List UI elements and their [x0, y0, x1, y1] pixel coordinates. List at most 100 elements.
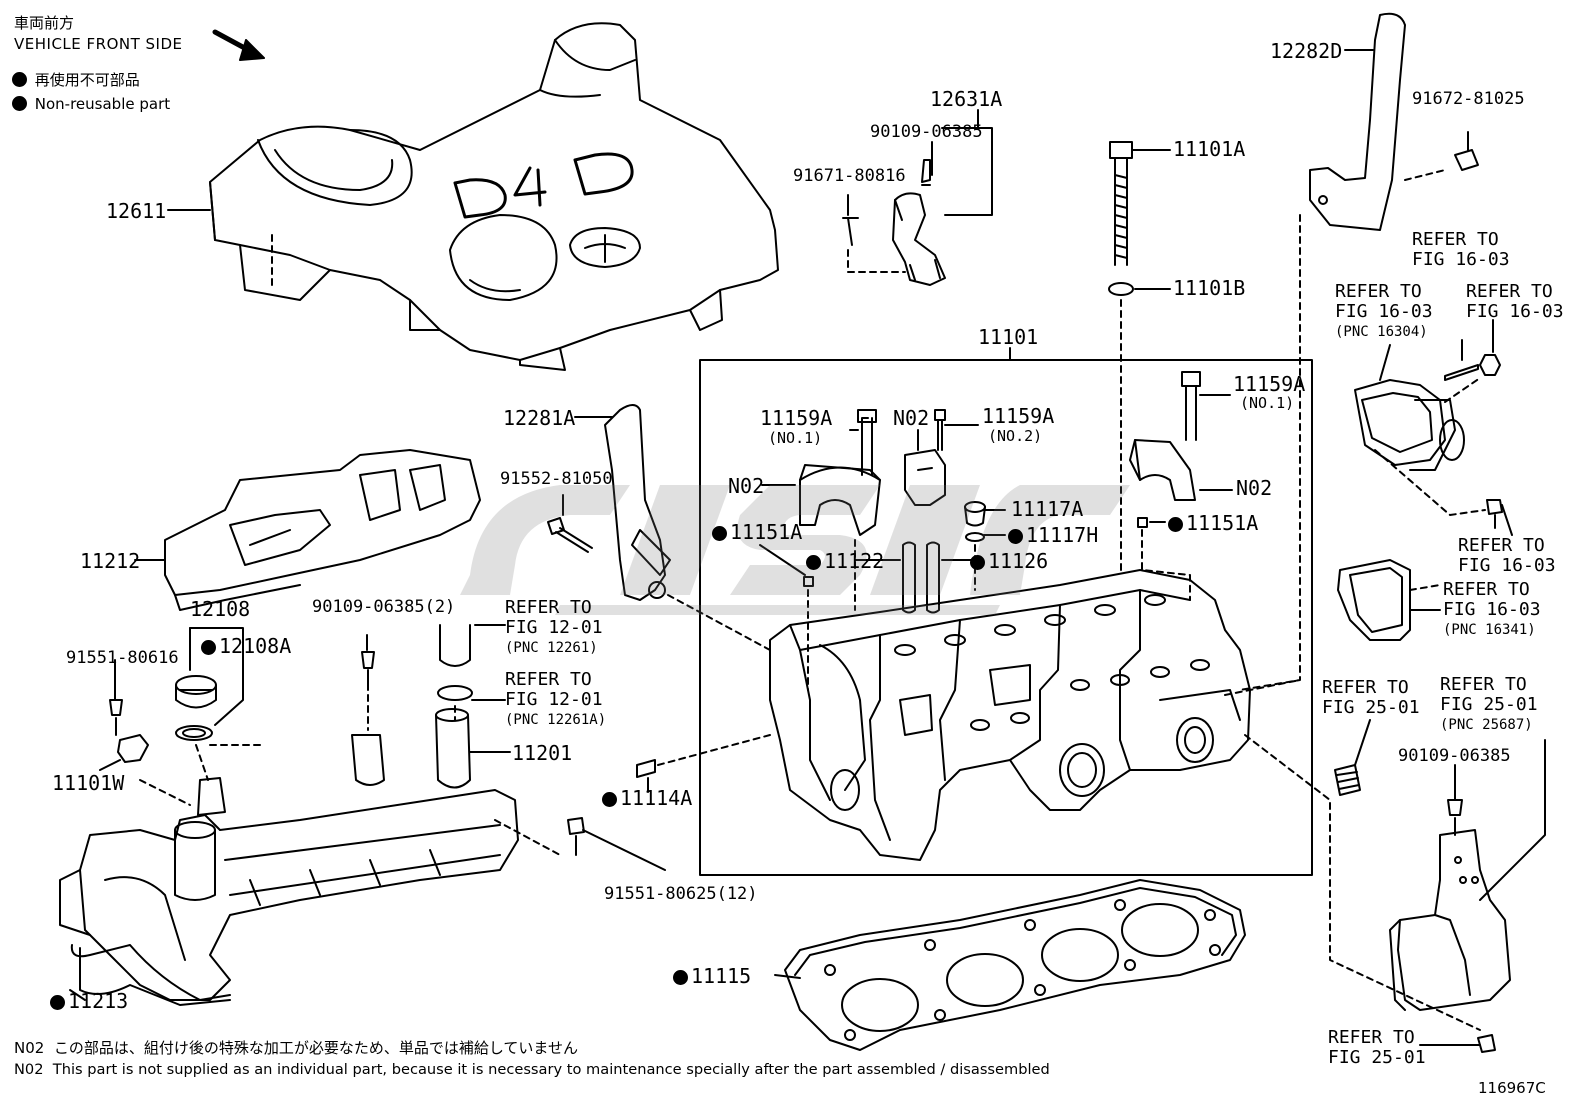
hook-12281A — [604, 404, 671, 601]
part-label-11122-text: 11122 — [824, 549, 885, 573]
head-gasket-11115 — [784, 879, 1246, 1051]
refer-line: REFER TO — [1440, 674, 1527, 695]
cylinder-head-11101 — [769, 569, 1251, 861]
part-label-11212[interactable]: 11212 — [80, 549, 141, 573]
part-label-11159A-right-sub: (NO.1) — [1240, 394, 1295, 412]
refer-fig: FIG 16-03 — [1335, 301, 1433, 322]
non-reusable-dot-icon — [12, 96, 27, 111]
part-label-12281A[interactable]: 12281A — [503, 406, 576, 430]
part-label-12108[interactable]: 12108 — [190, 597, 251, 621]
refer-fig: FIG 16-03 — [1466, 301, 1564, 322]
refer-line: REFER TO — [1412, 229, 1499, 250]
part-label-11101[interactable]: 11101 — [978, 325, 1039, 349]
water-outlet-gasket — [1337, 559, 1411, 641]
bracket-12631A — [892, 192, 946, 286]
part-label-90109-06385-2[interactable]: 90109-06385(2) — [312, 597, 456, 617]
part-label-11114A[interactable]: 11114A — [602, 787, 692, 809]
vehicle-front-arrow-icon — [212, 29, 265, 61]
part-label-90109-06385-top[interactable]: 90109-06385 — [870, 122, 983, 142]
refer-fig: FIG 16-03 — [1412, 249, 1510, 270]
refer-pnc: (PNC 16341) — [1443, 622, 1536, 638]
non-reusable-dot-icon — [673, 970, 688, 985]
refer-line: REFER TO — [1335, 281, 1422, 302]
part-label-12108A[interactable]: 12108A — [201, 635, 291, 657]
refer-pnc: (PNC 25687) — [1440, 717, 1533, 733]
part-label-11213[interactable]: 11213 — [50, 990, 128, 1012]
refer-line: REFER TO — [1443, 579, 1530, 600]
part-label-11101A[interactable]: 11101A — [1173, 137, 1246, 161]
part-label-11151A-left-text: 11151A — [730, 520, 803, 544]
part-label-11101B[interactable]: 11101B — [1173, 276, 1246, 300]
non-reusable-dot-icon — [201, 640, 216, 655]
refer-line: REFER TO — [1328, 1027, 1415, 1048]
legend-jp-text: 再使用不可部品 — [34, 71, 140, 89]
front-label-en: VEHICLE FRONT SIDE — [14, 35, 183, 53]
part-label-11159A-left-sub: (NO.1) — [768, 429, 823, 447]
legend-jp: 再使用不可部品 — [12, 71, 140, 89]
part-label-12282D[interactable]: 12282D — [1270, 39, 1343, 63]
part-label-91672-81025[interactable]: 91672-81025 — [1412, 89, 1525, 109]
refer-line: REFER TO — [505, 597, 592, 618]
part-label-11126[interactable]: 11126 — [970, 550, 1048, 572]
part-label-11114A-text: 11114A — [620, 786, 693, 810]
part-label-11151A-left[interactable]: 11151A — [712, 521, 802, 543]
footer-note-jp: N02 この部品は、組付け後の特殊な加工が必要なため、単品では補給していません — [14, 1039, 578, 1057]
part-label-91551-80616[interactable]: 91551-80616 — [66, 648, 179, 668]
part-label-11159A-left[interactable]: 11159A — [760, 406, 833, 430]
hook-bracket-12282D — [1309, 12, 1406, 231]
part-label-12611[interactable]: 12611 — [106, 199, 167, 223]
bearing-cap-middle — [904, 449, 946, 506]
non-reusable-dot-icon — [1008, 529, 1023, 544]
refer-line: REFER TO — [1322, 677, 1409, 698]
non-reusable-dot-icon — [12, 72, 27, 87]
part-label-11213-text: 11213 — [68, 989, 129, 1013]
refer-line: REFER TO — [1458, 535, 1545, 556]
part-label-11201[interactable]: 11201 — [512, 741, 573, 765]
refer-fig: FIG 25-01 — [1328, 1047, 1426, 1068]
part-label-11159A-right[interactable]: 11159A — [1233, 372, 1306, 396]
part-label-91552-81050[interactable]: 91552-81050 — [500, 469, 613, 489]
refer-fig: FIG 25-01 — [1322, 697, 1420, 718]
refer-pnc: (PNC 12261) — [505, 640, 598, 656]
part-label-11159A-middle[interactable]: 11159A — [982, 404, 1055, 428]
part-label-11122[interactable]: 11122 — [806, 550, 884, 572]
refer-fig: FIG 16-03 — [1458, 555, 1556, 576]
part-label-91551-80625[interactable]: 91551-80625(12) — [604, 884, 758, 904]
part-label-90109-06385-right[interactable]: 90109-06385 — [1398, 746, 1511, 766]
note-code: N02 — [14, 1039, 45, 1057]
non-reusable-dot-icon — [806, 555, 821, 570]
part-label-11117H[interactable]: 11117H — [1008, 524, 1098, 546]
part-label-91671-80816[interactable]: 91671-80816 — [793, 166, 906, 186]
part-label-11159A-middle-sub: (NO.2) — [988, 427, 1043, 445]
refer-fig: FIG 25-01 — [1440, 694, 1538, 715]
refer-pnc: (PNC 12261A) — [505, 712, 607, 728]
part-label-11151A-right[interactable]: 11151A — [1168, 512, 1258, 534]
part-label-N02-right[interactable]: N02 — [1236, 476, 1273, 500]
part-label-11101W[interactable]: 11101W — [52, 771, 125, 795]
valve-cover-11201 — [59, 708, 519, 1006]
legend-en-text: Non-reusable part — [34, 95, 171, 113]
part-label-11117A[interactable]: 11117A — [1011, 497, 1084, 521]
oil-filler-cap-12108 — [175, 675, 217, 741]
part-label-N02-middle[interactable]: N02 — [893, 406, 930, 430]
part-label-12631A[interactable]: 12631A — [930, 87, 1003, 111]
refer-fig: FIG 16-03 — [1443, 599, 1541, 620]
part-label-N02-left[interactable]: N02 — [728, 474, 765, 498]
part-label-11115[interactable]: 11115 — [673, 965, 751, 987]
part-label-11117H-text: 11117H — [1026, 523, 1099, 547]
front-label-jp: 車両前方 — [14, 14, 75, 32]
part-label-11126-text: 11126 — [988, 549, 1049, 573]
non-reusable-dot-icon — [970, 555, 985, 570]
footer-note-en: N02 This part is not supplied as an indi… — [14, 1061, 1050, 1079]
